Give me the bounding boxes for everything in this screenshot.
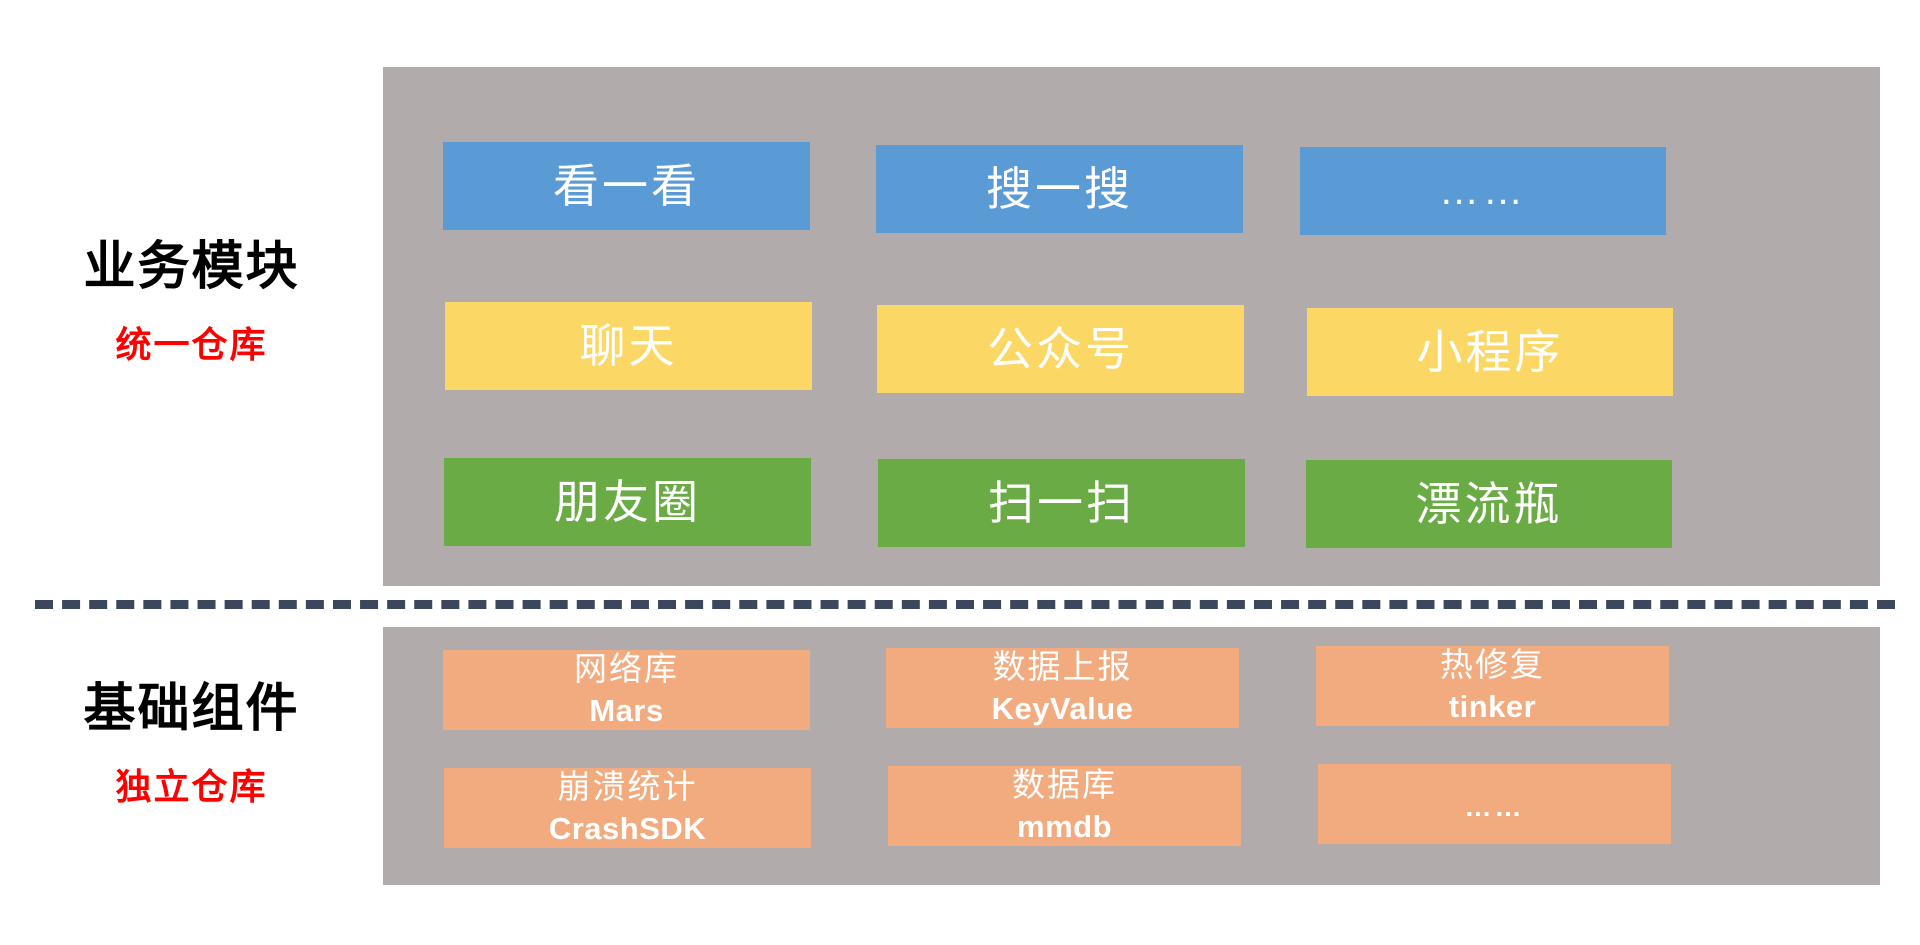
tile-label: 漂流瓶: [1415, 477, 1563, 530]
section-divider-dashed-line: [35, 600, 1895, 609]
tile-network-library[interactable]: 网络库 Mars: [443, 650, 810, 730]
tile-sublabel: ……: [1464, 791, 1525, 822]
tile-label: 数据上报: [992, 648, 1133, 686]
tile-scan[interactable]: 扫一扫: [878, 459, 1245, 547]
tile-sublabel: mmdb: [1017, 809, 1112, 845]
tile-label: 看一看: [553, 159, 700, 212]
tile-moments[interactable]: 朋友圈: [444, 458, 811, 546]
tile-label: 聊天: [579, 319, 678, 372]
tile-kanyikan[interactable]: 看一看: [443, 142, 810, 230]
tile-label: 小程序: [1416, 325, 1564, 378]
tile-souyisou[interactable]: 搜一搜: [876, 145, 1243, 233]
section-label-base-title: 基础组件: [83, 680, 300, 738]
section-label-base: 基础组件 独立仓库: [0, 680, 383, 807]
tile-label: 热修复: [1440, 646, 1545, 684]
tile-label: 公众号: [987, 322, 1134, 375]
section-label-business-subtitle: 统一仓库: [115, 323, 268, 365]
tile-sublabel: KeyValue: [991, 691, 1134, 727]
tile-mini-program[interactable]: 小程序: [1307, 308, 1673, 396]
tile-more-business-blue[interactable]: ……: [1300, 147, 1666, 235]
section-label-business: 业务模块 统一仓库: [0, 238, 383, 365]
tile-sublabel: Mars: [589, 693, 664, 729]
tile-sublabel: tinker: [1448, 689, 1537, 725]
section-label-business-title: 业务模块: [83, 238, 300, 296]
tile-label: 数据库: [1012, 766, 1117, 804]
tile-official-account[interactable]: 公众号: [877, 305, 1244, 393]
tile-more-base-components[interactable]: ……: [1318, 764, 1671, 844]
tile-label: 搜一搜: [986, 162, 1133, 215]
tile-drift-bottle[interactable]: 漂流瓶: [1306, 460, 1672, 548]
tile-database[interactable]: 数据库 mmdb: [888, 766, 1241, 846]
tile-label: 崩溃统计: [557, 768, 698, 806]
tile-label: 朋友圈: [554, 475, 701, 528]
tile-chat[interactable]: 聊天: [445, 302, 812, 390]
section-label-base-subtitle: 独立仓库: [115, 765, 268, 807]
tile-label: 网络库: [574, 650, 679, 688]
tile-data-reporting[interactable]: 数据上报 KeyValue: [886, 648, 1239, 728]
tile-sublabel: CrashSDK: [548, 811, 707, 847]
tile-label: ……: [1439, 169, 1527, 213]
tile-hotfix[interactable]: 热修复 tinker: [1316, 646, 1669, 726]
tile-crash-statistics[interactable]: 崩溃统计 CrashSDK: [444, 768, 811, 848]
tile-label: 扫一扫: [988, 476, 1135, 529]
